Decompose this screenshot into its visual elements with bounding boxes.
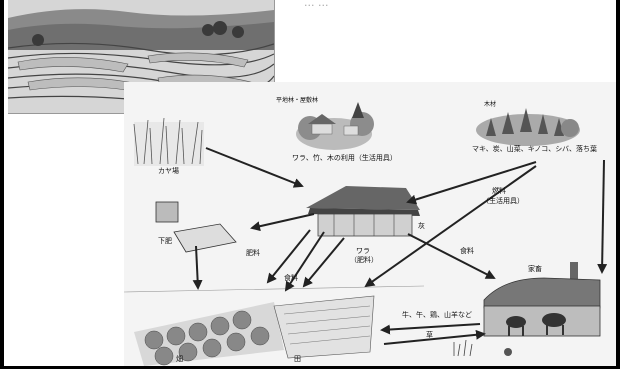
kaya-grass-illustration <box>133 117 204 166</box>
animals-label: 牛、午、鶏、山羊など <box>402 311 472 319</box>
vegetable-field-illustration <box>134 302 284 366</box>
grass-label: 草 <box>426 331 433 339</box>
slide: ... ... <box>4 0 616 366</box>
night-soil-illustration <box>155 201 237 253</box>
forest-use-label: ワラ、竹、木の利用（生活用具） <box>292 154 397 162</box>
livestock-label: 家畜 <box>528 265 542 273</box>
straw-label: ワラ <box>356 247 370 255</box>
fertilizer-left-label: 下肥 <box>158 237 172 245</box>
fertilizer-label: 肥料 <box>246 249 260 257</box>
circulation-illustration: 平地林・屋敷林 ワラ、竹、木の利用（生活用具） 木材 マキ、炭、山菜、キノコ、シ… <box>124 82 616 366</box>
timber-label: 木材 <box>484 101 497 108</box>
paddy-label: 田 <box>294 355 301 363</box>
food-label-left: 食料 <box>284 274 298 282</box>
illustration-drawing <box>124 102 608 366</box>
daily-goods-label: （生活用具） <box>482 197 524 205</box>
rice-paddy-illustration <box>273 295 375 359</box>
forest-label: 平地林・屋敷林 <box>276 97 319 104</box>
timber-forest-illustration <box>476 108 580 146</box>
straw-fertilizer-label: （肥料） <box>350 256 378 264</box>
ash-label: 灰 <box>418 222 425 230</box>
farmhouse-illustration <box>306 186 420 237</box>
fuel-label: 燃料 <box>492 187 506 195</box>
field-label: 畑 <box>176 355 183 363</box>
flow-arrows <box>192 147 608 345</box>
divider <box>124 285 425 293</box>
food-label-right: 食料 <box>460 247 474 255</box>
kaya-label: カヤ場 <box>158 167 179 175</box>
timber-items-label: マキ、炭、山菜、キノコ、シバ、落ち葉 <box>472 145 598 153</box>
forest-houses-illustration <box>296 102 374 150</box>
title-partial: ... ... <box>304 0 329 9</box>
barn-livestock-illustration <box>453 262 601 357</box>
